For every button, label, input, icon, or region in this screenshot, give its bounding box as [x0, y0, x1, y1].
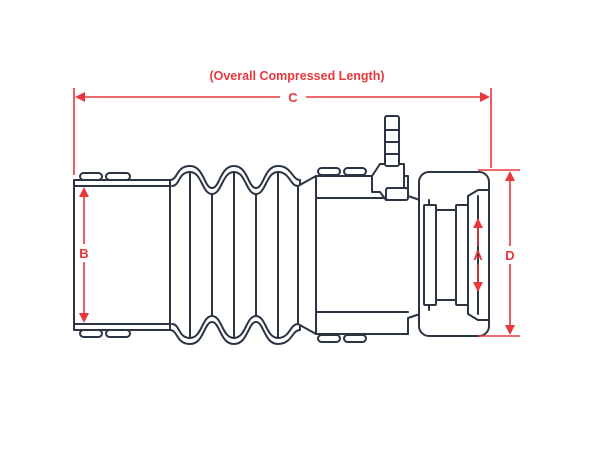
dimension-a [473, 218, 483, 292]
bellows [169, 165, 301, 345]
dimensions: (Overall Compressed Length) C B A D [73, 69, 520, 337]
coupling-nut [418, 171, 490, 337]
dimension-d-label: D [505, 248, 514, 263]
dimension-b [79, 187, 89, 323]
dimension-a-label: A [473, 248, 483, 263]
dimension-c [73, 88, 492, 175]
valve-stem [371, 115, 409, 201]
dimension-d [478, 169, 520, 337]
hose-end [73, 172, 171, 338]
dimension-c-label: C [288, 90, 298, 105]
overall-length-caption: (Overall Compressed Length) [209, 69, 384, 83]
dimension-b-label: B [79, 246, 88, 261]
part-outline [73, 115, 490, 345]
